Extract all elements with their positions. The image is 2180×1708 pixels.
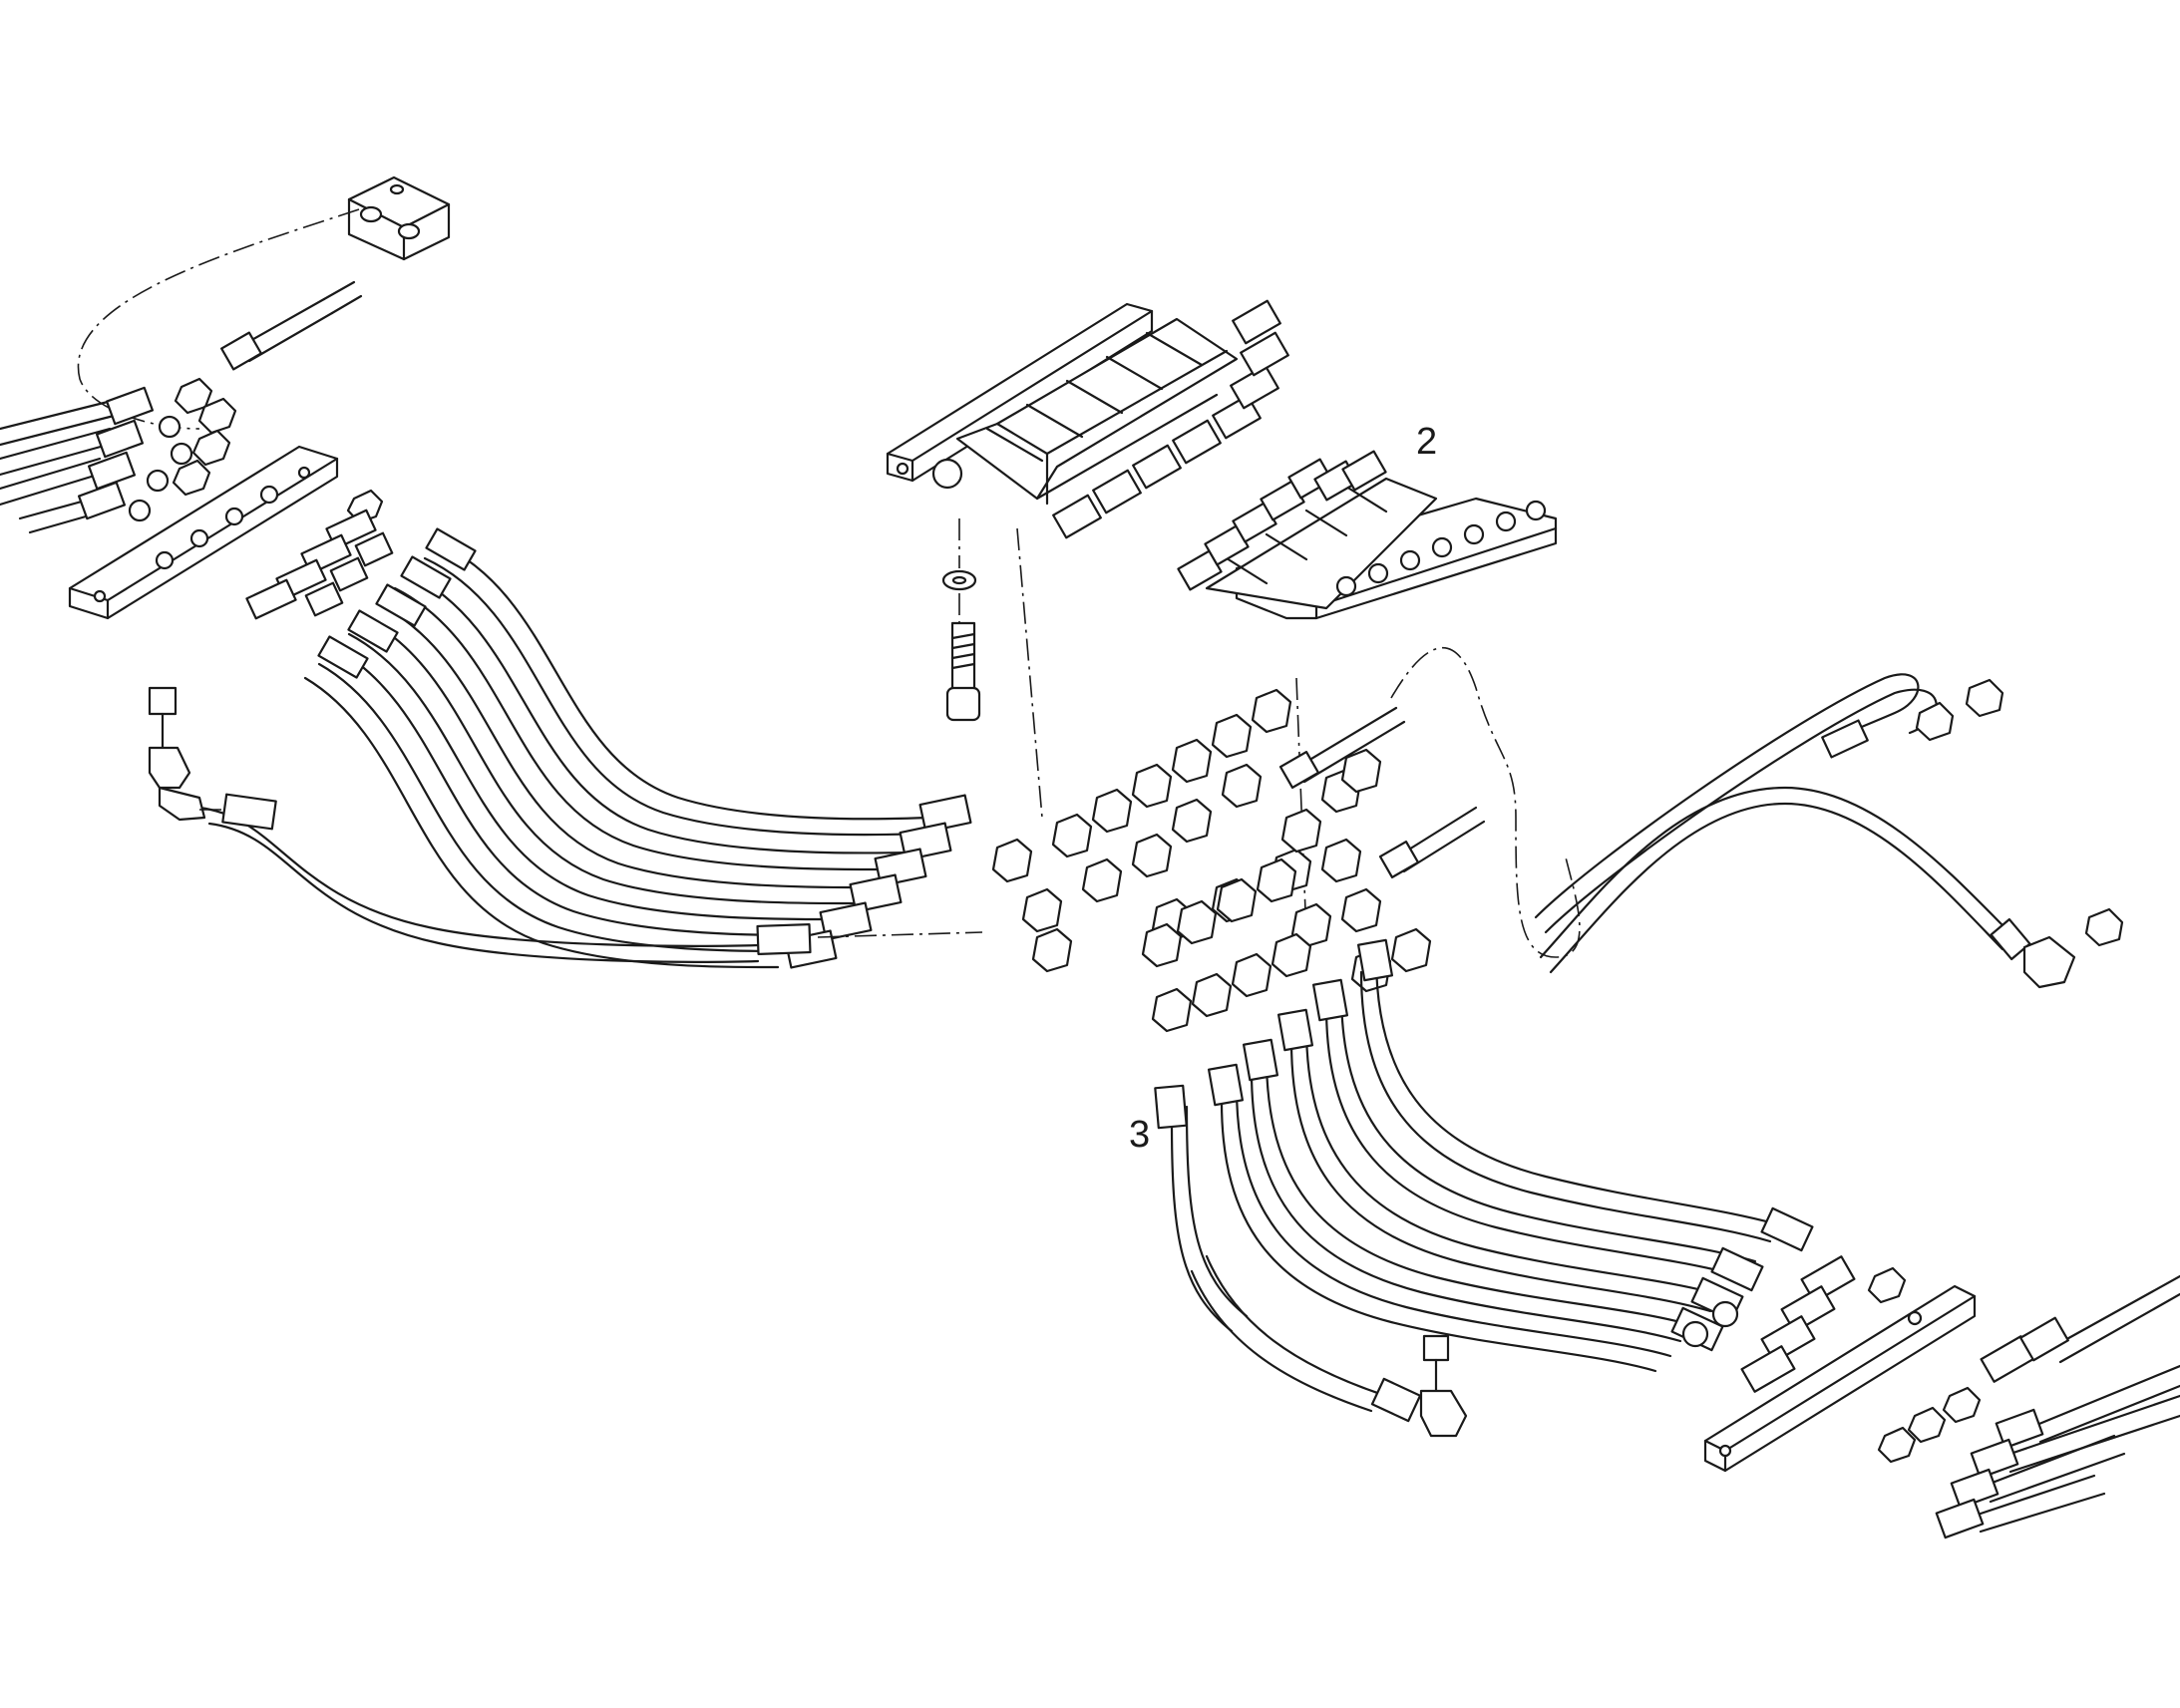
right-bundle-end-fittings	[1670, 1206, 1814, 1352]
callout-item-3: 3	[1129, 1114, 1150, 1156]
lower-fittings-cluster	[1141, 857, 1432, 1033]
left-hose-bundle	[197, 527, 929, 969]
threaded-connectors-right	[1740, 1255, 2035, 1464]
bolt-leader-line	[958, 518, 1043, 819]
bottom-elbow-fitting	[1190, 1254, 1468, 1438]
threaded-connectors-left	[245, 509, 394, 620]
left-incoming-hoses	[0, 386, 193, 534]
callout-item-2: 2	[1416, 421, 1437, 463]
hose-clamp-block	[347, 175, 451, 261]
right-mounting-bracket	[1703, 1284, 1977, 1473]
right-incoming-hoses	[1935, 1274, 2180, 1539]
upper-distribution-valve	[886, 299, 1289, 539]
left-bundle-end-fittings	[756, 794, 972, 969]
right-hose-bundle	[1154, 938, 1787, 1373]
elbow-leader-line	[199, 809, 983, 938]
right-routing-leader	[1390, 646, 1581, 958]
lower-distribution-valve	[1177, 450, 1558, 620]
left-mounting-bracket	[68, 445, 339, 620]
left-elbow-fitting	[148, 686, 277, 831]
washer-and-bolt	[941, 569, 981, 722]
hose-end-fitting	[220, 280, 363, 371]
center-leader-line	[1295, 677, 1307, 938]
short-link-hose	[1278, 706, 1486, 878]
right-hose-loop	[1534, 673, 2124, 989]
clamp-leader-line	[77, 208, 360, 430]
